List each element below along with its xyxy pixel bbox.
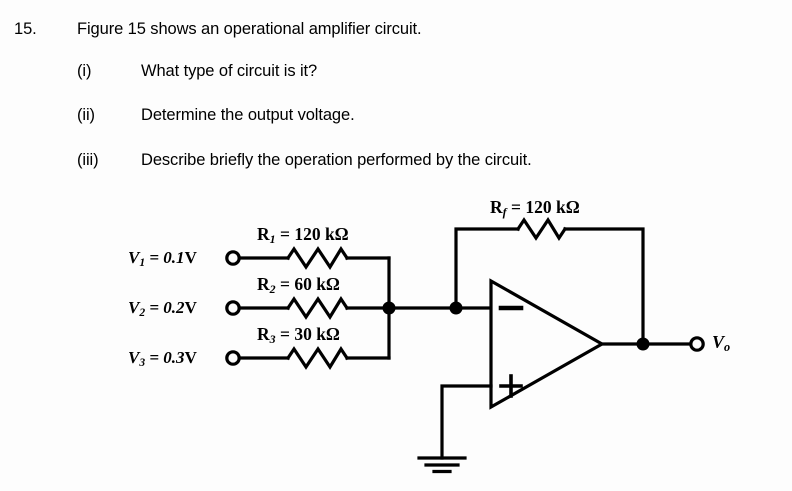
input-branch-r3 bbox=[225, 346, 391, 370]
label-resistor-rf-symbol: R bbox=[490, 197, 503, 217]
terminal-v2 bbox=[225, 300, 241, 316]
label-source-v2-symbol: V bbox=[128, 298, 140, 317]
subquestion-text-i: What type of circuit is it? bbox=[141, 62, 318, 80]
resistor-r3-zigzag bbox=[285, 346, 350, 370]
opamp-triangle bbox=[489, 278, 606, 410]
label-resistor-rf-sub: f bbox=[502, 205, 507, 220]
label-resistor-r2-sub: 2 bbox=[269, 282, 276, 297]
junction-dot-output bbox=[636, 337, 650, 351]
question-stem: Figure 15 shows an operational amplifier… bbox=[77, 20, 422, 38]
label-resistor-r3-symbol: R bbox=[257, 324, 270, 344]
question-number: 15. bbox=[14, 20, 37, 38]
label-resistor-rf-value: = 120 kΩ bbox=[510, 197, 580, 217]
label-resistor-r1: R1 = 120 kΩ bbox=[257, 224, 349, 247]
label-source-v2-sub: 2 bbox=[139, 306, 146, 319]
label-output-vo-sub: o bbox=[724, 340, 731, 355]
label-source-v2-unit: V bbox=[184, 298, 197, 317]
subquestion-text-iii: Describe briefly the operation performed… bbox=[141, 151, 532, 169]
subquestion-marker-i: (i) bbox=[77, 62, 92, 80]
label-resistor-r3-sub: 3 bbox=[269, 332, 276, 347]
resistor-rf-zigzag bbox=[515, 217, 568, 241]
label-source-v1-value: = 0.1 bbox=[149, 248, 185, 267]
terminal-v1 bbox=[225, 250, 241, 266]
resistor-r2-zigzag bbox=[285, 296, 350, 320]
label-source-v3-value: = 0.3 bbox=[149, 348, 185, 367]
label-source-v1-sub: 1 bbox=[139, 256, 146, 269]
input-branch-r1 bbox=[225, 246, 391, 270]
label-resistor-r1-sub: 1 bbox=[269, 232, 276, 247]
terminal-v3 bbox=[225, 350, 241, 366]
label-source-v3: V3 = 0.3V bbox=[128, 349, 197, 369]
label-output-vo-symbol: V bbox=[712, 332, 725, 352]
label-resistor-r3-value: = 30 kΩ bbox=[279, 324, 340, 344]
label-resistor-r3: R3 = 30 kΩ bbox=[257, 324, 340, 347]
label-source-v2-value: = 0.2 bbox=[149, 298, 185, 317]
label-source-v3-unit: V bbox=[184, 348, 197, 367]
subquestion-marker-ii: (ii) bbox=[77, 106, 95, 124]
terminal-vout bbox=[689, 336, 705, 352]
resistor-r1-zigzag bbox=[285, 246, 350, 270]
wire-noninverting-to-ground bbox=[440, 384, 493, 460]
junction-dot-summing-node bbox=[449, 301, 463, 315]
label-output-vo: Vo bbox=[712, 333, 730, 353]
junction-dot-input-bus bbox=[382, 301, 396, 315]
label-source-v3-symbol: V bbox=[128, 348, 140, 367]
input-branch-r2 bbox=[225, 296, 391, 320]
label-source-v1: V1 = 0.1V bbox=[128, 249, 197, 269]
label-resistor-r2: R2 = 60 kΩ bbox=[257, 274, 340, 297]
label-source-v2: V2 = 0.2V bbox=[128, 299, 197, 319]
label-resistor-r1-value: = 120 kΩ bbox=[279, 224, 349, 244]
subquestion-text-ii: Determine the output voltage. bbox=[141, 106, 355, 124]
label-source-v1-unit: V bbox=[184, 248, 197, 267]
label-resistor-r2-symbol: R bbox=[257, 274, 270, 294]
label-source-v1-symbol: V bbox=[128, 248, 140, 267]
wire-rf-to-output-node bbox=[563, 227, 645, 346]
subquestion-marker-iii: (iii) bbox=[77, 151, 99, 169]
label-resistor-r1-symbol: R bbox=[257, 224, 270, 244]
label-resistor-r2-value: = 60 kΩ bbox=[279, 274, 340, 294]
label-resistor-rf: Rf = 120 kΩ bbox=[490, 197, 580, 220]
wire-summing-node-up-to-rf bbox=[454, 227, 520, 310]
label-source-v3-sub: 3 bbox=[139, 356, 146, 369]
